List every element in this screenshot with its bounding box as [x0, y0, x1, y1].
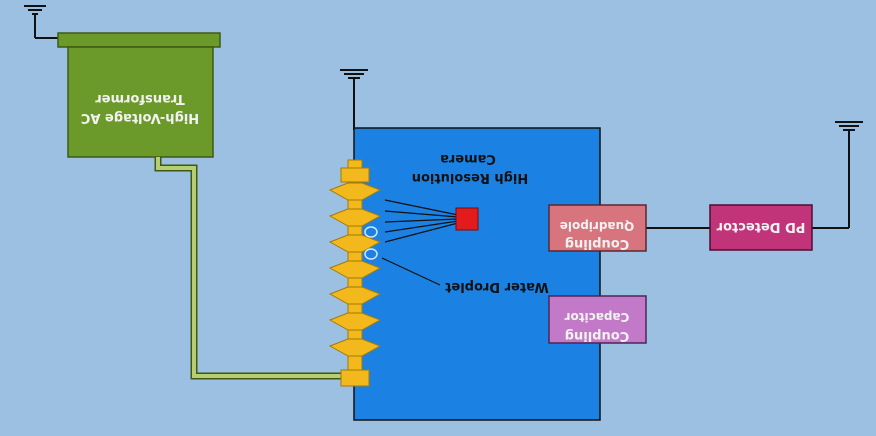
transformer-label-line1: Transformer [95, 91, 185, 106]
insulator [328, 159, 382, 387]
quadripole-label-line1: Quadripole [560, 219, 635, 233]
capacitor-label-line1: Capacitor [565, 310, 630, 324]
pd-detector-label: PD Detector [716, 219, 805, 234]
insulator-shed [328, 182, 382, 201]
camera-label-line2: High Resolution [412, 170, 529, 185]
insulator-shed [328, 260, 382, 279]
hv-wire [154, 157, 348, 380]
quadripole-label-line2: Coupling [565, 236, 630, 251]
water-droplet [364, 248, 378, 260]
camera-sight-lines [384, 199, 459, 243]
insulator-shed [328, 312, 382, 331]
droplet-label: Water Droplet [445, 279, 549, 294]
camera-label-line1: Camera [440, 151, 496, 166]
water-droplet [364, 226, 378, 238]
insulator-shed [328, 338, 382, 357]
hv-transformer: Transformer High-Voltage AC [57, 32, 221, 158]
ground-icon-chamber [340, 69, 368, 130]
insulator-shed [328, 234, 382, 253]
insulator-shed [328, 208, 382, 227]
insulator-shed [328, 286, 382, 305]
capacitor-coupling: Capacitor Coupling [548, 295, 647, 344]
transformer-label-line2: High-Voltage AC [81, 110, 199, 125]
capacitor-label-line2: Coupling [565, 328, 630, 343]
test-chamber [353, 127, 601, 421]
droplet-pointer [381, 257, 441, 286]
pd-detector: PD Detector [709, 204, 813, 251]
ground-icon-detector [812, 121, 863, 229]
camera [455, 207, 479, 231]
quadripole-coupling: Quadripole Coupling [548, 204, 647, 252]
